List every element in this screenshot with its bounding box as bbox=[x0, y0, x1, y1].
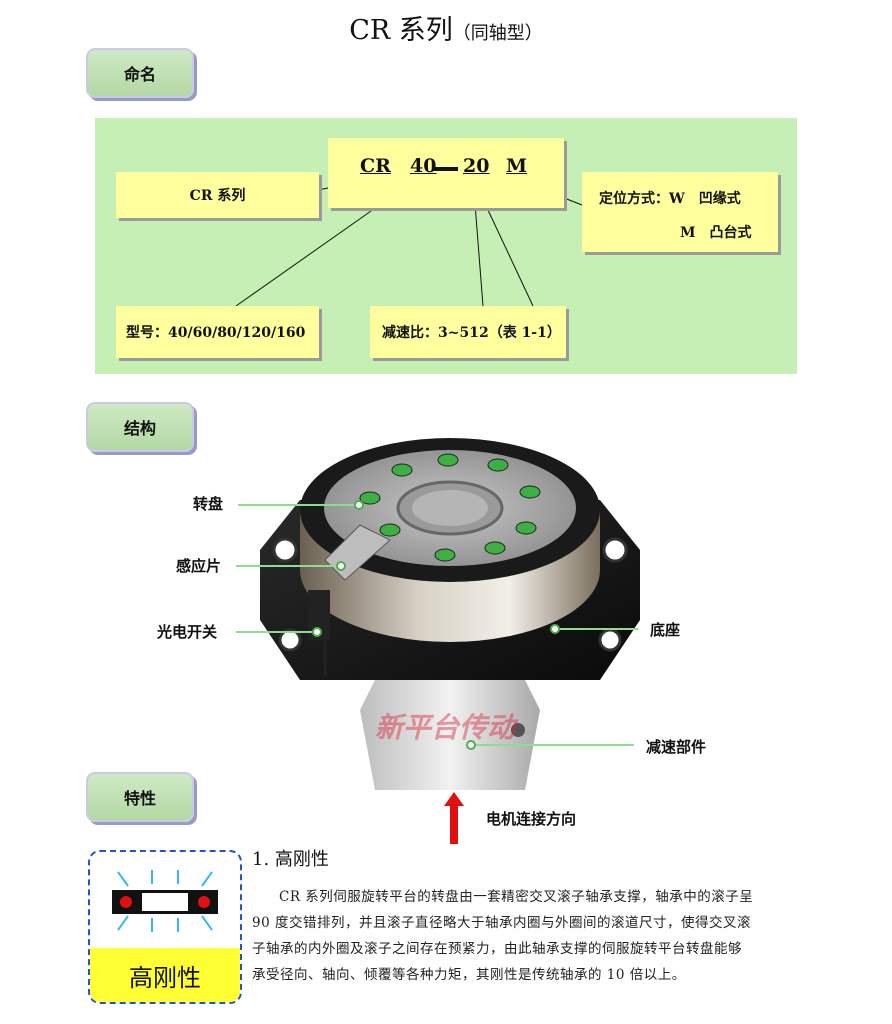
model-dash bbox=[432, 167, 458, 171]
size-box-text: 型号：40/60/80/120/160 bbox=[126, 325, 306, 341]
positioning-line1: 定位方式：W 凹缘式 bbox=[599, 191, 741, 207]
ratio-box: 减速比：3~512（表 1-1） bbox=[370, 306, 566, 358]
label-reducer: 减速部件 bbox=[646, 738, 707, 756]
leader-dot-base bbox=[550, 624, 560, 634]
section-tab-features: 特性 bbox=[86, 772, 194, 822]
paragraph-line: 子轴承的内外圈及滚子之间存在预紧力，由此轴承支撑的伺服旋转平台转盘能够 bbox=[252, 941, 742, 957]
label-sensor-plate: 感应片 bbox=[176, 557, 222, 575]
label-motor-direction: 电机连接方向 bbox=[486, 810, 577, 828]
bearing-diagram-icon bbox=[112, 870, 218, 932]
model-series: CR bbox=[360, 155, 391, 177]
feature-paragraph: CR 系列伺服旋转平台的转盘由一套精密交叉滚子轴承支撑，轴承中的滚子呈 90 度… bbox=[252, 884, 812, 988]
servo-rotary-table-image bbox=[260, 438, 640, 790]
ratio-box-text: 减速比：3~512（表 1-1） bbox=[382, 325, 561, 341]
leader-dot-photo-switch bbox=[312, 627, 322, 637]
model-type: M bbox=[506, 155, 528, 177]
size-box: 型号：40/60/80/120/160 bbox=[116, 306, 319, 358]
positioning-line2: M 凸台式 bbox=[680, 225, 752, 241]
reducer-block bbox=[360, 680, 540, 790]
leader-turntable bbox=[238, 504, 358, 506]
model-ratio: 20 bbox=[463, 155, 490, 177]
leader-dot-sensor-plate bbox=[336, 561, 346, 571]
label-photo-switch: 光电开关 bbox=[157, 623, 218, 641]
leader-reducer bbox=[476, 744, 634, 746]
feature-heading: 1. 高刚性 bbox=[252, 849, 329, 870]
page-title: CR 系列（同轴型） bbox=[0, 8, 892, 47]
section-tab-structure: 结构 bbox=[86, 402, 194, 452]
section-tab-naming: 命名 bbox=[86, 48, 194, 98]
model-size: 40 bbox=[410, 155, 437, 177]
leader-base bbox=[560, 628, 638, 630]
paragraph-line: 承受径向、轴向、倾覆等各种力矩，其刚性是传统轴承的 10 倍以上。 bbox=[252, 967, 686, 983]
series-box-text: CR 系列 bbox=[189, 188, 246, 204]
series-box: CR 系列 bbox=[116, 172, 319, 218]
paragraph-line: 90 度交错排列，并且滚子直径略大于轴承内圈与外圈间的滚道尺寸，使得交叉滚 bbox=[252, 915, 751, 931]
watermark: 新平台传动 bbox=[375, 711, 516, 744]
title-sub: （同轴型） bbox=[452, 23, 543, 44]
leader-dot-reducer bbox=[466, 740, 476, 750]
leader-photo-switch bbox=[236, 631, 316, 633]
leader-sensor-plate bbox=[236, 565, 340, 567]
high-rigidity-icon: 高刚性 bbox=[88, 850, 242, 1004]
icon-label: 高刚性 bbox=[90, 948, 240, 1002]
positioning-box: 定位方式：W 凹缘式 M 凸台式 bbox=[582, 172, 778, 252]
label-turntable: 转盘 bbox=[193, 495, 224, 513]
leader-dot-turntable bbox=[354, 500, 364, 510]
motor-direction-arrow bbox=[444, 792, 464, 844]
paragraph-line: CR 系列伺服旋转平台的转盘由一套精密交叉滚子轴承支撑，轴承中的滚子呈 bbox=[279, 889, 754, 905]
model-code-box: CR 40 20 M bbox=[328, 138, 564, 208]
title-main: CR 系列 bbox=[349, 15, 453, 46]
label-base: 底座 bbox=[650, 621, 681, 639]
